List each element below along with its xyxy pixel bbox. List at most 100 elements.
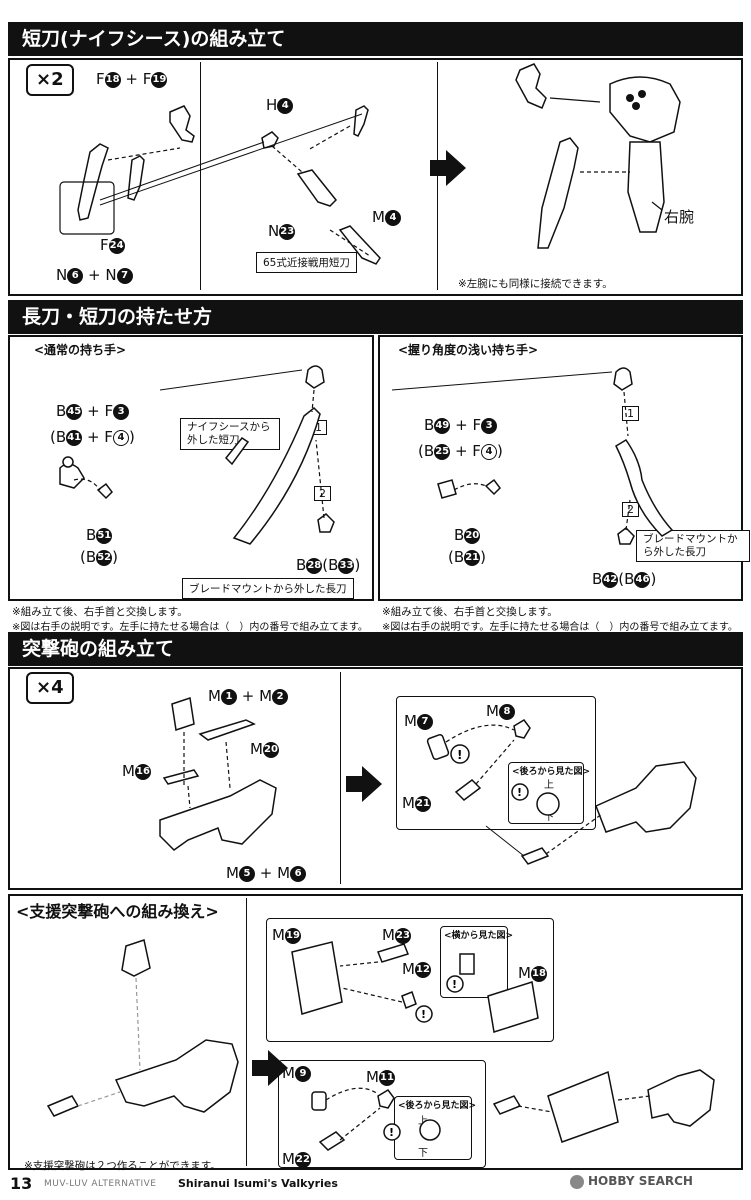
guide-line: [517, 1105, 553, 1113]
part-label-m21: M21: [402, 794, 431, 812]
model-name: Shiranui Isumi's Valkyries: [178, 1177, 338, 1190]
callout-knife-label: 65式近接戦用短刀: [256, 252, 357, 273]
hand-drawing: [437, 479, 457, 499]
part-label-m18: M18: [518, 964, 547, 982]
part-label-b28-b33: B28(B33): [296, 556, 360, 574]
part-number: 42: [602, 571, 619, 588]
detail-box-barrel-support: [278, 1060, 486, 1168]
part-number: 28: [306, 557, 323, 574]
step-number-2-right: 2: [622, 502, 639, 517]
label-right-arm: 右腕: [664, 206, 694, 227]
part-m19-drawing: [291, 941, 343, 1015]
quantity-badge-x4: ×4: [26, 672, 74, 704]
part-letter: N: [56, 266, 68, 284]
part-letter: M: [382, 926, 395, 944]
caution-icon: [446, 975, 464, 993]
part-letter: B: [424, 416, 435, 434]
part-letter: (B: [322, 556, 339, 574]
section-header-assault-cannon: 突撃砲の組み立て: [8, 632, 743, 666]
part-m20-drawing: [198, 719, 256, 741]
page-number: 13: [10, 1174, 32, 1193]
guide-line: [107, 147, 181, 161]
part-m8-drawing: [513, 719, 531, 739]
part-number: 4: [384, 209, 401, 226]
part-letter: H: [266, 96, 278, 114]
callout-text: 65式近接戦用短刀: [263, 257, 350, 269]
caution-icon: [511, 783, 529, 801]
part-number: 23: [279, 223, 296, 240]
barrel-tip-drawing: [46, 1095, 80, 1117]
caution-icon-glyph: !: [517, 786, 522, 799]
guide-line: [339, 1107, 381, 1141]
shallow-hand-diagram: [391, 367, 674, 545]
part-number: 4: [480, 443, 497, 460]
guide-line: [325, 1087, 379, 1101]
rear-view-circle-drawing: [419, 1119, 441, 1141]
callout-text: ブレードマウントから外した長刀: [643, 533, 738, 558]
page-number-text: 13: [10, 1174, 33, 1193]
note-right-2: ※図は右手の説明です。左手に持たせる場合は（ ）内の番号で組み立てます。: [382, 618, 738, 633]
section-header-support-cannon: <支援突撃砲への組み換え>: [16, 898, 219, 922]
guide-line: [339, 961, 379, 967]
part-h4-drawing: [261, 131, 279, 149]
part-letter: M: [518, 964, 531, 982]
callout-long-blade: ブレードマウントから外した長刀: [182, 578, 354, 599]
callout-long-blade-right: ブレードマウントから外した長刀: [636, 530, 750, 562]
quantity-badge: ×2: [26, 64, 74, 96]
part-letter: B: [454, 526, 465, 544]
next-step-arrow-icon: [346, 766, 382, 802]
part-number: 45: [66, 403, 83, 420]
label-text: 右腕: [664, 208, 695, 226]
subtitle-shallow-hand: <握り角度の浅い持ち手>: [398, 341, 538, 358]
step-text: 2: [627, 503, 634, 516]
subtitle-normal-hand: <通常の持ち手>: [34, 341, 126, 358]
leader-line: [391, 371, 613, 391]
part-number: 19: [151, 71, 168, 88]
part-number: 46: [634, 571, 651, 588]
rear-view-down: 下: [544, 808, 554, 823]
part-label-b52: (B52): [80, 548, 118, 566]
divider: [246, 898, 247, 1166]
rear-view-title: <後ろから見た図>: [512, 764, 590, 777]
part-letter: M: [208, 687, 221, 705]
part-number: 21: [464, 549, 481, 566]
rear-view-up: 上: [544, 776, 554, 791]
guide-line: [445, 724, 515, 743]
part-letter: F: [472, 416, 482, 434]
step-number-1-right: 1: [622, 406, 639, 421]
wrist-ball-drawing: [62, 456, 74, 468]
part-letter: F: [142, 70, 152, 88]
part-label-m19: M19: [272, 926, 301, 944]
part-number: 4: [112, 429, 129, 446]
part-letter: M: [402, 960, 415, 978]
side-view-box: [440, 926, 508, 998]
note-text: ※支援突撃砲は２つ作ることができます。: [24, 1160, 221, 1172]
part-letter: M: [122, 762, 135, 780]
part-letter: (B: [418, 442, 435, 460]
quantity-text: ×4: [36, 677, 64, 698]
quantity-text: ×2: [36, 69, 64, 90]
part-m7-drawing: [426, 734, 450, 760]
part-label-m20: M20: [250, 740, 279, 758]
guide-line: [307, 125, 351, 151]
part-number: 6: [290, 865, 307, 882]
callout-text: ブレードマウントから外した長刀: [189, 583, 347, 595]
hand-drawing: [59, 463, 85, 489]
support-shield-drawing: [547, 1070, 619, 1143]
part-m22-drawing: [318, 1131, 346, 1151]
knife-in-sheath-drawing: [537, 137, 579, 249]
caution-icon: [450, 744, 470, 764]
rear-view-circle-drawing: [536, 792, 560, 816]
cannon-body-drawing: [114, 1039, 239, 1113]
part-letter: (B: [80, 548, 97, 566]
part-number: 19: [284, 927, 301, 944]
part-label-b42-b46: B42(B46): [592, 570, 656, 588]
guide-line: [617, 1095, 651, 1101]
part-number: 2: [272, 688, 289, 705]
note-left-arm: ※左腕にも同様に接続できます。: [458, 276, 613, 291]
